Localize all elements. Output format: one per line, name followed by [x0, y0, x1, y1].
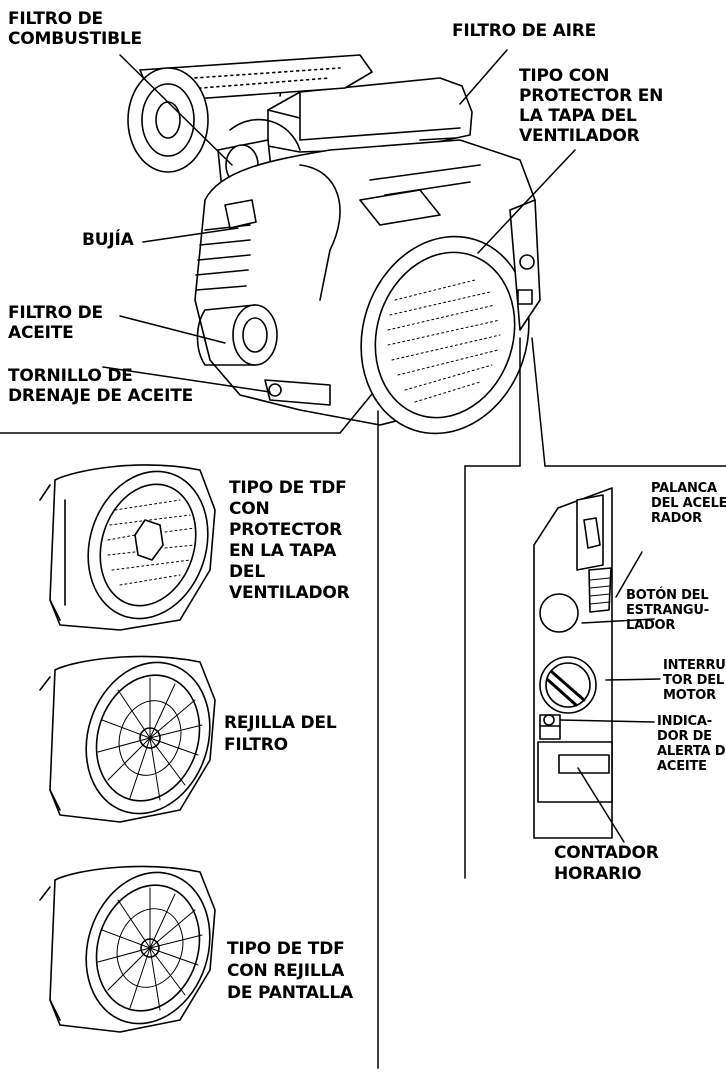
label-oil-alert: INDICA- DOR DE ALERTA DE ACEITE: [657, 714, 726, 774]
pto-screen-illustration: [40, 856, 229, 1040]
label-oil-drain-bolt: TORNILLO DE DRENAJE DE ACEITE: [8, 366, 193, 406]
pto-guard-illustration: [40, 456, 226, 635]
label-oil-filter: FILTRO DE ACEITE: [8, 303, 103, 343]
control-panel: [534, 488, 612, 838]
label-filter-screen: REJILLA DEL FILTRO: [224, 712, 336, 756]
label-fan-cover-guard: TIPO CON PROTECTOR EN LA TAPA DEL VENTIL…: [519, 66, 663, 146]
label-spark-plug: BUJÍA: [82, 230, 134, 250]
label-pto-screen-type: TIPO DE TDF CON REJILLA DE PANTALLA: [227, 938, 353, 1004]
label-pto-guard-type: TIPO DE TDF CON PROTECTOR EN LA TAPA DEL…: [229, 478, 350, 604]
label-air-filter: FILTRO DE AIRE: [452, 21, 596, 41]
label-fuel-filter: FILTRO DE COMBUSTIBLE: [8, 9, 142, 49]
label-throttle-lever: PALANCA DEL ACELE- RADOR: [651, 481, 726, 526]
label-hour-meter: CONTADOR HORARIO: [554, 843, 659, 885]
label-choke-knob: BOTÓN DEL ESTRANGU- LADOR: [626, 588, 709, 633]
label-engine-switch: INTERRUP- TOR DEL MOTOR: [663, 658, 726, 703]
filter-screen-illustration: [40, 646, 229, 830]
